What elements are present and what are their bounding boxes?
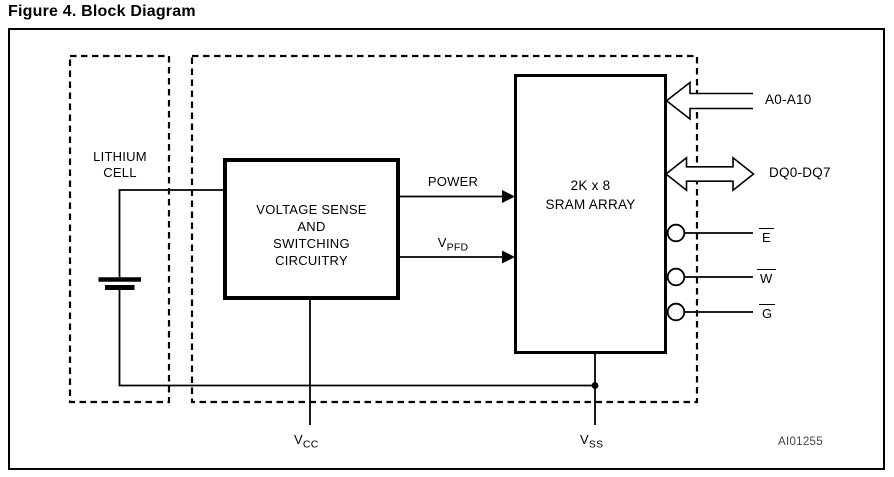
- lithium-wire: [118, 189, 223, 277]
- chip-enable-letter: E: [759, 228, 774, 246]
- sram-array-line2: SRAM ARRAY: [545, 197, 636, 212]
- vcc-sub: CC: [302, 438, 319, 451]
- sram-array-label: 2K x 8 SRAM ARRAY: [516, 176, 665, 214]
- address-bus-label: A0-A10: [765, 92, 812, 107]
- vcc-label: VCC: [294, 432, 319, 453]
- power-label: POWER: [427, 174, 479, 189]
- vpfd-arrowhead-icon: [502, 250, 515, 264]
- vss-label: VSS: [580, 432, 603, 453]
- vss-sub: SS: [588, 438, 604, 451]
- write-enable-letter: W: [757, 269, 776, 287]
- output-enable-bubble-icon: [666, 302, 686, 322]
- lithium-cell-line2: CELL: [103, 165, 137, 180]
- vss-base: V: [580, 432, 589, 447]
- power-arrowhead-icon: [502, 190, 515, 203]
- write-enable-label: W: [757, 269, 776, 287]
- chip-dashed-border: [190, 54, 699, 404]
- figure-title: Figure 4. Block Diagram: [8, 3, 196, 20]
- voltage-sense-line4: CIRCUITRY: [275, 253, 348, 268]
- figure-code: AI01255: [778, 436, 823, 448]
- voltage-sense-line1: VOLTAGE SENSE: [256, 202, 367, 217]
- voltage-sense-line3: SWITCHING: [273, 236, 350, 251]
- chip-enable-label: E: [759, 228, 774, 246]
- junction-dot-icon: [591, 382, 599, 389]
- chip-enable-bubble-icon: [666, 223, 686, 243]
- lithium-dashed-border: [68, 54, 171, 404]
- vpfd-label: VPFD: [400, 235, 506, 256]
- data-bus-label: DQ0-DQ7: [769, 165, 831, 180]
- address-bus-arrow-icon: [665, 80, 753, 121]
- vpfd-sub: PFD: [446, 241, 469, 254]
- voltage-sense-label: VOLTAGE SENSE AND SWITCHING CIRCUITRY: [227, 201, 396, 269]
- data-bus-arrow-icon: [664, 156, 755, 192]
- voltage-sense-line2: AND: [297, 219, 326, 234]
- output-enable-label: G: [759, 304, 776, 322]
- lithium-cell-label: LITHIUM CELL: [70, 149, 170, 181]
- sram-box: [514, 74, 667, 354]
- lithium-cell-line1: LITHIUM: [93, 149, 147, 164]
- ground-wire: [118, 289, 595, 387]
- vpfd-base: V: [437, 235, 447, 250]
- voltage-sense-box: [223, 158, 400, 300]
- output-enable-letter: G: [759, 304, 776, 322]
- sram-array-line1: 2K x 8: [570, 178, 611, 193]
- write-enable-bubble-icon: [666, 267, 686, 287]
- outer-frame: [8, 28, 885, 470]
- vcc-base: V: [294, 432, 303, 447]
